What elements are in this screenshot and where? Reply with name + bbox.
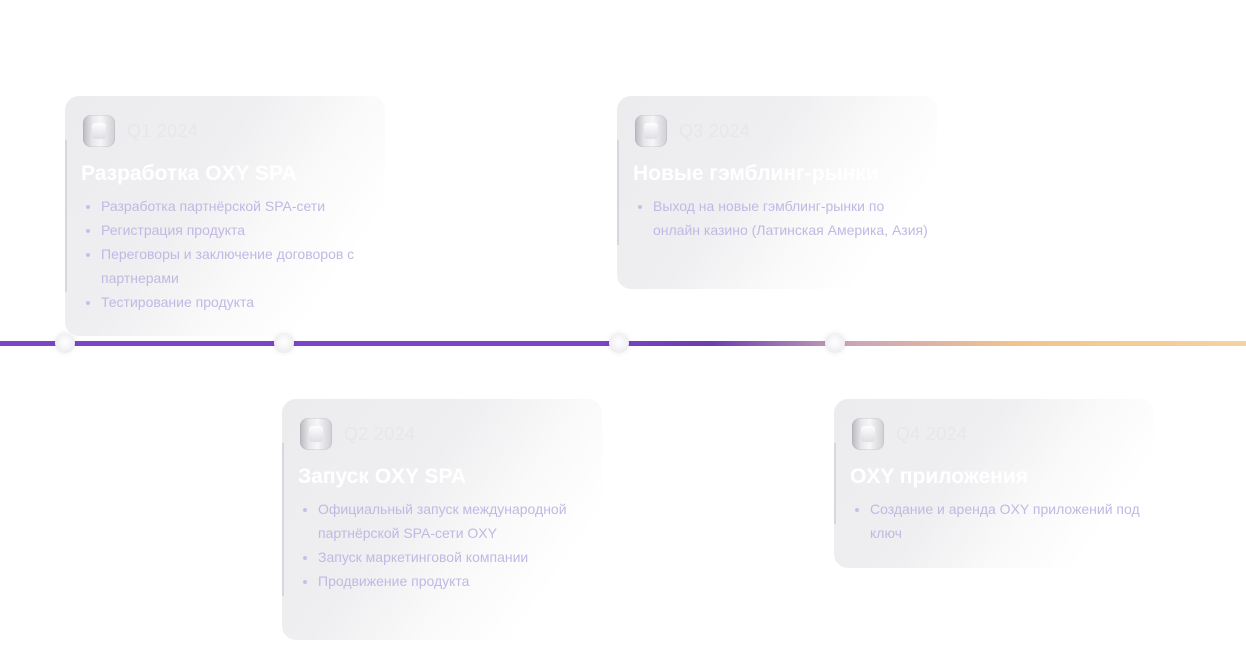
list-item: Переговоры и заключение договоров с парт…	[101, 242, 373, 290]
card-title: Новые гэмблинг-рынки	[633, 162, 879, 185]
card-title: Разработка OXY SPA	[81, 162, 297, 185]
card-bullet-list: Официальный запуск международной партнёр…	[300, 497, 580, 593]
card-header: Q4 2024	[852, 417, 1136, 451]
card-quarter: Q4 2024	[896, 423, 968, 444]
card-quarter: Q3 2024	[679, 120, 751, 141]
list-item: Официальный запуск международной партнёр…	[318, 497, 580, 545]
timeline-node-q4	[825, 333, 845, 353]
timeline-node-q2	[274, 333, 294, 353]
card-header: Q3 2024	[635, 114, 919, 148]
oxy-logo-icon	[83, 115, 115, 147]
card-bullet-list: Создание и аренда OXY приложений под клю…	[852, 497, 1155, 545]
list-item: Запуск маркетинговой компании	[318, 545, 580, 569]
card-title: OXY приложения	[850, 465, 1028, 488]
card-bullet-list: Разработка партнёрской SPA-сети Регистра…	[83, 194, 367, 314]
list-item: Выход на новые гэмблинг-рынки по онлайн …	[653, 194, 929, 242]
timeline-node-q1	[55, 333, 75, 353]
roadmap-card-q3: Q3 2024 Новые гэмблинг-рынки Выход на но…	[617, 96, 937, 289]
card-title: Запуск OXY SPA	[298, 465, 467, 488]
card-bullet-list: Выход на новые гэмблинг-рынки по онлайн …	[635, 194, 929, 242]
list-item: Продвижение продукта	[318, 569, 580, 593]
card-quarter: Q1 2024	[127, 120, 199, 141]
oxy-logo-icon	[852, 418, 884, 450]
list-item: Тестирование продукта	[101, 290, 367, 314]
roadmap-card-q4: Q4 2024 OXY приложения Создание и аренда…	[834, 399, 1154, 568]
list-item: Создание и аренда OXY приложений под клю…	[870, 497, 1155, 545]
roadmap-card-q2: Q2 2024 Запуск OXY SPA Официальный запус…	[282, 399, 602, 640]
oxy-logo-icon	[635, 115, 667, 147]
card-header: Q2 2024	[300, 417, 584, 451]
oxy-logo-icon	[300, 418, 332, 450]
list-item: Разработка партнёрской SPA-сети	[101, 194, 367, 218]
list-item: Регистрация продукта	[101, 218, 367, 242]
card-header: Q1 2024	[83, 114, 367, 148]
roadmap-card-q1: Q1 2024 Разработка OXY SPA Разработка па…	[65, 96, 385, 336]
timeline-node-q3	[609, 333, 629, 353]
card-quarter: Q2 2024	[344, 423, 416, 444]
